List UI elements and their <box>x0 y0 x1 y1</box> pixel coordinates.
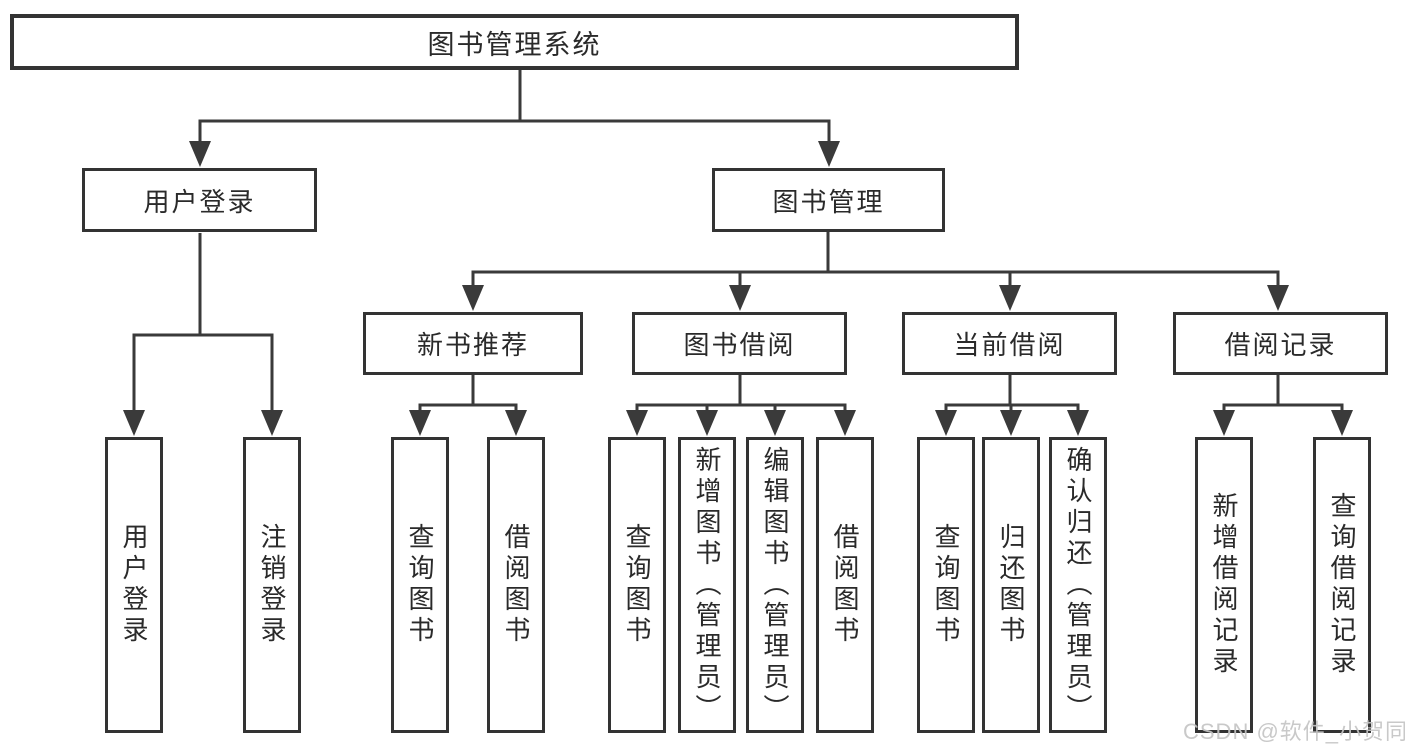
node-book-borrow: 图书借阅 <box>632 312 847 375</box>
node-book-management: 图书管理 <box>712 168 945 232</box>
leaf-logout-label: 注销登录 <box>257 523 287 647</box>
node-user-login: 用户登录 <box>82 168 317 232</box>
leaf-user-login: 用户登录 <box>105 437 163 733</box>
leaf-borrow-query-books: 查询图书 <box>608 437 666 733</box>
leaf-query-borrow-record-label: 查询借阅记录 <box>1327 492 1357 678</box>
leaf-current-query-books: 查询图书 <box>917 437 975 733</box>
leaf-add-borrow-record-label: 新增借阅记录 <box>1209 492 1239 678</box>
leaf-edit-books-admin: 编辑图书（管理员） <box>746 437 804 733</box>
leaf-recommend-borrow-books-label: 借阅图书 <box>501 523 531 647</box>
leaf-recommend-borrow-books: 借阅图书 <box>487 437 545 733</box>
node-root: 图书管理系统 <box>10 14 1019 70</box>
leaf-recommend-query-books: 查询图书 <box>391 437 449 733</box>
leaf-add-books-admin: 新增图书（管理员） <box>678 437 736 733</box>
arrowheads <box>123 141 1353 436</box>
leaf-confirm-return-admin-label: 确认归还（管理员） <box>1063 445 1093 725</box>
node-user-login-label: 用户登录 <box>143 186 256 217</box>
node-borrow-records: 借阅记录 <box>1173 312 1388 375</box>
leaf-recommend-query-books-label: 查询图书 <box>405 523 435 647</box>
leaf-current-query-books-label: 查询图书 <box>931 523 961 647</box>
node-current-borrow: 当前借阅 <box>902 312 1117 375</box>
node-book-management-label: 图书管理 <box>772 186 885 217</box>
leaf-return-books: 归还图书 <box>982 437 1040 733</box>
leaf-user-login-label: 用户登录 <box>119 523 149 647</box>
leaf-confirm-return-admin: 确认归还（管理员） <box>1049 437 1107 733</box>
leaf-add-borrow-record: 新增借阅记录 <box>1195 437 1253 733</box>
leaf-logout: 注销登录 <box>243 437 301 733</box>
leaf-return-books-label: 归还图书 <box>996 523 1026 647</box>
watermark: CSDN @软件_小贺同学 <box>1183 719 1405 744</box>
leaf-borrow-query-books-label: 查询图书 <box>622 523 652 647</box>
leaf-query-borrow-record: 查询借阅记录 <box>1313 437 1371 733</box>
node-book-borrow-label: 图书借阅 <box>683 330 796 360</box>
leaf-add-books-admin-label: 新增图书（管理员） <box>692 445 722 725</box>
leaf-borrow-books-label: 借阅图书 <box>830 523 860 647</box>
leaf-edit-books-admin-label: 编辑图书（管理员） <box>760 445 790 725</box>
leaf-borrow-books: 借阅图书 <box>816 437 874 733</box>
node-current-borrow-label: 当前借阅 <box>953 330 1066 360</box>
node-root-label: 图书管理系统 <box>427 29 602 60</box>
node-new-book-recommend-label: 新书推荐 <box>416 330 529 360</box>
node-new-book-recommend: 新书推荐 <box>363 312 583 375</box>
node-borrow-records-label: 借阅记录 <box>1224 330 1337 360</box>
